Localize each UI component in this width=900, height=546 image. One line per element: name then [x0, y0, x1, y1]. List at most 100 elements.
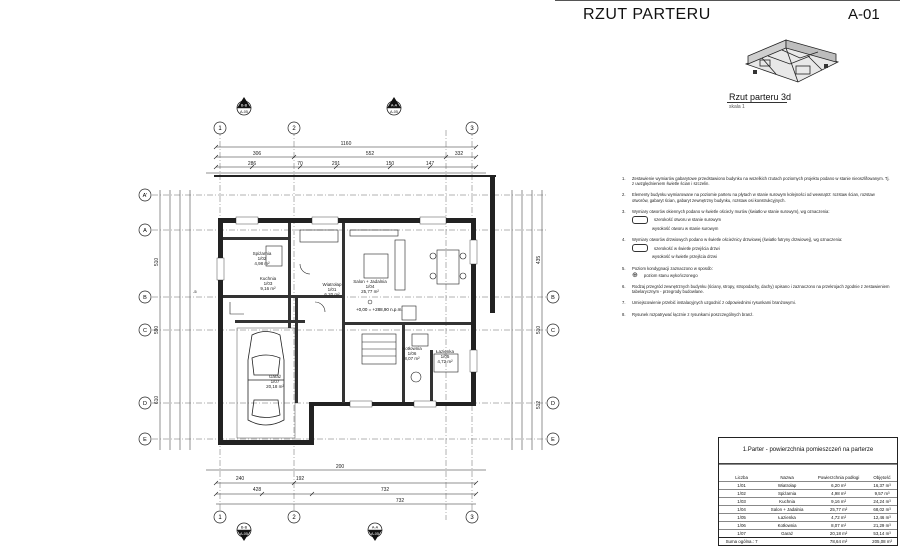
- svg-text:9,16 m²: 9,16 m²: [260, 286, 276, 291]
- svg-text:8,07 m²: 8,07 m²: [404, 356, 420, 361]
- axis-bubble-2: 2: [287, 510, 301, 524]
- dimension-label: 552: [366, 151, 375, 157]
- section-marker-B-B[interactable]: B-BA-05: [236, 522, 252, 541]
- table-header-3: Objętość: [867, 464, 897, 482]
- svg-text:1/02: 1/02: [258, 256, 267, 261]
- svg-text:A-05: A-05: [390, 110, 398, 114]
- svg-text:4,98 m²: 4,98 m²: [254, 261, 270, 266]
- section-marker-B-B[interactable]: B-B A-05: [236, 97, 252, 116]
- axis-bubble-E: E: [138, 432, 152, 446]
- note-8: 8.Rysunek rozpatrywać łącznie z rysunkam…: [622, 311, 754, 317]
- svg-text:B: B: [143, 295, 147, 301]
- note-7: 7.Umiejscowienie przebić instalacyjnych …: [622, 300, 796, 306]
- note-5: 5.Poziom kondygnacji zaznaczono w sposób…: [622, 265, 713, 279]
- svg-text:A: A: [143, 228, 147, 234]
- title-underline: [555, 0, 900, 2]
- axis-bubble-D: D: [546, 396, 560, 410]
- sheet-number: A-01: [848, 6, 880, 23]
- svg-text:B-B: B-B: [241, 104, 248, 108]
- axis-bubble-A: A: [138, 223, 152, 237]
- svg-text:Spiżarnia: Spiżarnia: [253, 251, 272, 256]
- svg-text:Wiatrołap: Wiatrołap: [322, 282, 342, 287]
- note-3: 3.Wymiary otworów okiennych podano w świ…: [622, 208, 830, 232]
- dimension-label: 291: [332, 161, 341, 167]
- note-4: 4.Wymiary otworów drzwiowych podano w św…: [622, 237, 843, 260]
- dimension-label: 150: [386, 161, 395, 167]
- svg-text:3: 3: [470, 126, 474, 132]
- room-area-table: 1.Parter - powierzchnia pomieszczeń na p…: [718, 437, 898, 546]
- svg-text:1: 1: [218, 515, 222, 521]
- dimension-label: 510: [536, 326, 542, 335]
- dimension-label: 192: [296, 476, 305, 482]
- svg-text:4,72 m²: 4,72 m²: [437, 359, 453, 364]
- dimension-label: 240: [236, 476, 245, 482]
- svg-text:20,18 m²: 20,18 m²: [266, 384, 284, 389]
- table-header-0: Liczba: [719, 464, 765, 482]
- dimension-label: 306: [253, 151, 262, 157]
- dimension-overall-top: 1160: [341, 141, 352, 147]
- axis-bubble-D: D: [138, 396, 152, 410]
- svg-text:25,77 m²: 25,77 m²: [361, 289, 379, 294]
- dimension-label: 435: [536, 256, 542, 265]
- svg-text:Salon + Jadalnia: Salon + Jadalnia: [353, 279, 387, 284]
- svg-text:1/07: 1/07: [271, 379, 280, 384]
- note-1: 1.Zestawienie wymiarów gabarytowe przeds…: [622, 176, 890, 187]
- section-marker-A-A[interactable]: A-A A-05: [386, 97, 402, 116]
- axis-bubble-1: 1: [213, 510, 227, 524]
- section-marker-A-A[interactable]: A-AA-05: [367, 522, 383, 541]
- svg-text:Łazienka: Łazienka: [436, 349, 455, 354]
- dimension-label: 512: [536, 401, 542, 410]
- svg-text:A-A: A-A: [391, 104, 398, 108]
- note-6: 6.Rodzaj przegród zewnętrznych budynku (…: [622, 284, 890, 295]
- axis-bubble-E: E: [546, 432, 560, 446]
- svg-text:E: E: [551, 437, 555, 443]
- level-mark: +0,00 = +288,90 n.p.m.: [356, 307, 403, 312]
- svg-text:C: C: [551, 328, 555, 334]
- view-3d-title: Rzut parteru 3d: [729, 92, 792, 102]
- dimension-label: 510: [154, 258, 160, 267]
- axis-bubble-1: 1: [213, 121, 227, 135]
- general-notes: 1.Zestawienie wymiarów gabarytowe przeds…: [622, 176, 892, 323]
- svg-text:Garaż: Garaż: [269, 374, 282, 379]
- dimension-overall-bottom: 732: [396, 498, 405, 504]
- dimension-label: 332: [455, 151, 464, 157]
- svg-text:A': A': [143, 193, 148, 199]
- dimension-label: 610: [154, 396, 160, 405]
- axis-bubble-2: 2: [287, 121, 301, 135]
- svg-text:2: 2: [292, 126, 296, 132]
- svg-text:D: D: [143, 401, 147, 407]
- axis-bubble-3: 3: [465, 121, 479, 135]
- level-symbol-icon: ⊕: [632, 271, 638, 279]
- dimension-label: 147: [426, 161, 435, 167]
- svg-text:6,20 m²: 6,20 m²: [324, 292, 340, 297]
- view-3d-divider: [727, 102, 787, 103]
- svg-text:A-A: A-A: [372, 526, 379, 530]
- note-2: 2.Elementy budynku wymiarowane na poziom…: [622, 192, 875, 203]
- dimension-label: 70: [297, 161, 303, 167]
- view-3d-thumbnail[interactable]: [738, 30, 843, 85]
- axis-bubble-A': A': [138, 188, 152, 202]
- dimension-label: 286: [248, 161, 257, 167]
- dimension-label: 590: [154, 326, 160, 335]
- svg-text:B-B: B-B: [241, 526, 248, 530]
- axis-bubble-B: B: [138, 290, 152, 304]
- svg-text:B: B: [551, 295, 555, 301]
- svg-text:D: D: [551, 401, 555, 407]
- svg-text:A-05: A-05: [240, 110, 248, 114]
- dimension-label: 428: [253, 487, 262, 493]
- axis-bubble-C: C: [546, 323, 560, 337]
